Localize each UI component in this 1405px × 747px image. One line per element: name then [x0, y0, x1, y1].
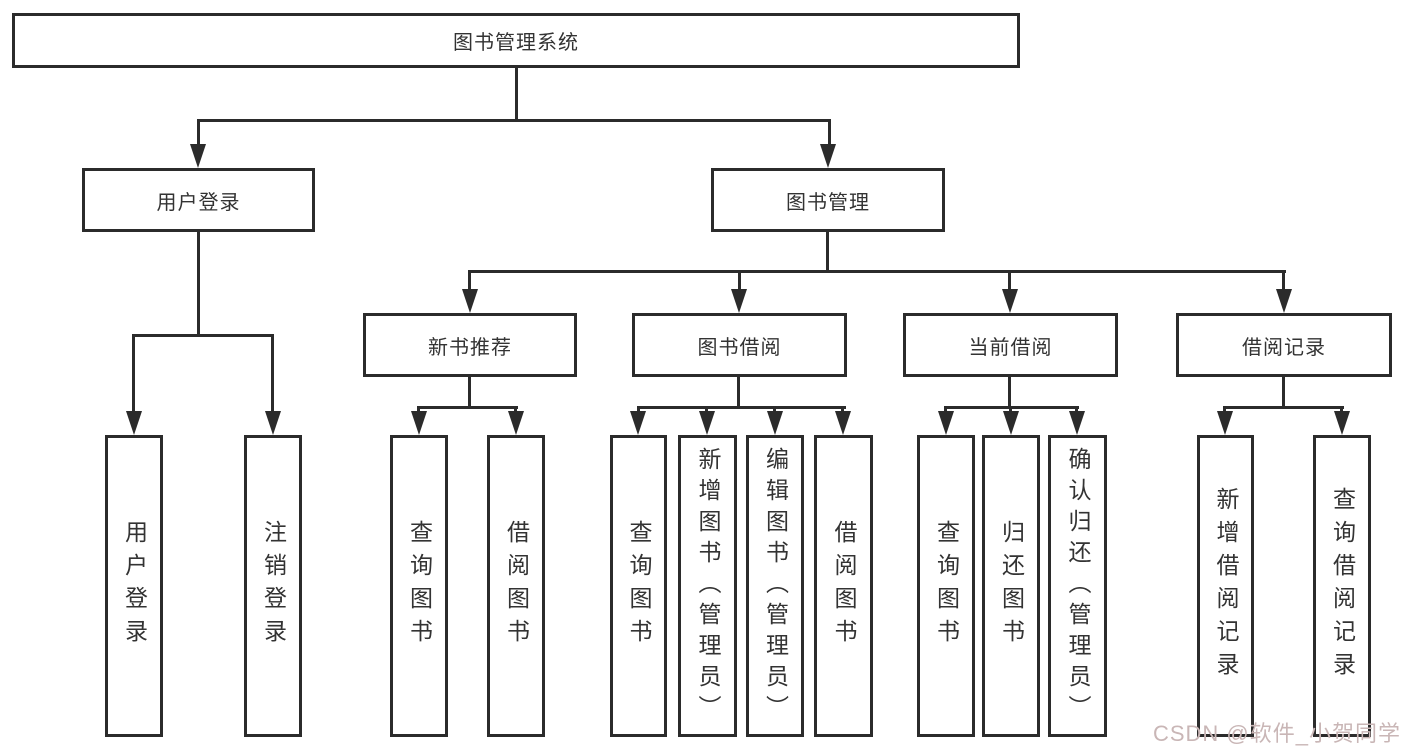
node-leaf-recommend-borrow-books: 借阅图书: [487, 435, 545, 737]
connector-line: [1223, 406, 1344, 409]
connector-line: [1340, 406, 1343, 414]
connector-line: [1009, 406, 1012, 414]
connector-line: [1008, 377, 1011, 409]
connector-line: [1282, 270, 1285, 292]
node-leaf-query-borrow-record: 查询借阅记录: [1313, 435, 1371, 737]
node-leaf-edit-books-admin-label: 编辑图书（管理员）: [762, 446, 789, 726]
arrowhead-down-icon: [820, 144, 836, 168]
node-leaf-query-borrow-record-label: 查询借阅记录: [1329, 487, 1356, 685]
arrowhead-down-icon: [767, 411, 783, 435]
node-book-borrowing: 图书借阅: [632, 313, 847, 377]
connector-line: [197, 119, 200, 147]
connector-line: [468, 270, 1286, 273]
connector-line: [828, 119, 831, 147]
node-current-borrowing: 当前借阅: [903, 313, 1118, 377]
connector-line: [1008, 270, 1011, 292]
connector-line: [738, 270, 741, 292]
node-new-book-recommend-label: 新书推荐: [428, 336, 512, 359]
connector-line: [417, 406, 518, 409]
node-current-borrowing-label: 当前借阅: [968, 336, 1053, 359]
connector-line: [637, 406, 640, 414]
node-library-management-system: 图书管理系统: [12, 13, 1020, 68]
arrowhead-down-icon: [630, 411, 646, 435]
node-leaf-current-query-books-label: 查询图书: [933, 520, 960, 652]
arrowhead-down-icon: [1217, 411, 1233, 435]
arrowhead-down-icon: [126, 411, 142, 435]
connector-line: [197, 119, 831, 122]
node-library-management-system-label: 图书管理系统: [453, 32, 579, 54]
arrowhead-down-icon: [699, 411, 715, 435]
connector-line: [271, 334, 274, 414]
node-leaf-add-borrow-record: 新增借阅记录: [1197, 435, 1254, 737]
node-leaf-borrowing-borrow-books-label: 借阅图书: [831, 520, 857, 652]
connector-line: [468, 270, 471, 292]
arrowhead-down-icon: [508, 411, 524, 435]
node-borrow-records: 借阅记录: [1176, 313, 1392, 377]
arrowhead-down-icon: [190, 144, 206, 168]
arrowhead-down-icon: [731, 289, 747, 313]
connector-line: [737, 377, 740, 409]
connector-line: [637, 406, 846, 409]
node-borrow-records-label: 借阅记录: [1242, 336, 1326, 359]
arrowhead-down-icon: [411, 411, 427, 435]
arrowhead-down-icon: [1002, 289, 1018, 313]
node-leaf-edit-books-admin: 编辑图书（管理员）: [746, 435, 804, 737]
node-leaf-add-books-admin: 新增图书（管理员）: [678, 435, 737, 737]
node-leaf-logout-label: 注销登录: [260, 520, 287, 652]
node-leaf-add-borrow-record-label: 新增借阅记录: [1213, 487, 1239, 685]
connector-line: [826, 232, 829, 273]
connector-line: [773, 406, 776, 414]
connector-line: [515, 68, 518, 122]
connector-line: [197, 232, 200, 336]
node-leaf-confirm-return-admin-label: 确认归还（管理员）: [1065, 446, 1091, 726]
connector-line: [944, 406, 947, 414]
arrowhead-down-icon: [938, 411, 954, 435]
connector-line: [1282, 377, 1285, 409]
connector-line: [841, 406, 844, 414]
node-new-book-recommend: 新书推荐: [363, 313, 577, 377]
node-leaf-add-books-admin-label: 新增图书（管理员）: [695, 446, 721, 726]
node-leaf-borrowing-query-books-label: 查询图书: [626, 520, 652, 652]
arrowhead-down-icon: [1334, 411, 1350, 435]
node-user-login: 用户登录: [82, 168, 315, 232]
node-leaf-user-login: 用户登录: [105, 435, 163, 737]
node-leaf-current-query-books: 查询图书: [917, 435, 975, 737]
connector-line: [417, 406, 420, 414]
node-leaf-confirm-return-admin: 确认归还（管理员）: [1048, 435, 1107, 737]
node-leaf-return-books: 归还图书: [982, 435, 1040, 737]
connector-line: [132, 334, 135, 414]
connector-line: [1075, 406, 1078, 414]
node-user-login-label: 用户登录: [156, 191, 241, 214]
arrowhead-down-icon: [462, 289, 478, 313]
node-leaf-recommend-borrow-books-label: 借阅图书: [503, 520, 530, 652]
connector-line: [1223, 406, 1226, 414]
csdn-watermark: CSDN @软件_小贺同学: [1152, 721, 1401, 746]
node-leaf-recommend-query-books-label: 查询图书: [406, 520, 433, 652]
connector-line: [468, 377, 471, 409]
node-leaf-return-books-label: 归还图书: [998, 520, 1025, 652]
node-leaf-borrowing-query-books: 查询图书: [610, 435, 667, 737]
node-leaf-logout: 注销登录: [244, 435, 302, 737]
node-book-borrowing-label: 图书借阅: [697, 336, 782, 359]
arrowhead-down-icon: [1276, 289, 1292, 313]
node-book-management-label: 图书管理: [786, 191, 870, 214]
arrowhead-down-icon: [835, 411, 851, 435]
node-book-management: 图书管理: [711, 168, 945, 232]
node-leaf-borrowing-borrow-books: 借阅图书: [814, 435, 873, 737]
arrowhead-down-icon: [1069, 411, 1085, 435]
connector-line: [514, 406, 517, 414]
arrowhead-down-icon: [1003, 411, 1019, 435]
arrowhead-down-icon: [265, 411, 281, 435]
node-leaf-recommend-query-books: 查询图书: [390, 435, 448, 737]
connector-line: [705, 406, 708, 414]
node-leaf-user-login-label: 用户登录: [121, 520, 148, 652]
connector-line: [132, 334, 274, 337]
